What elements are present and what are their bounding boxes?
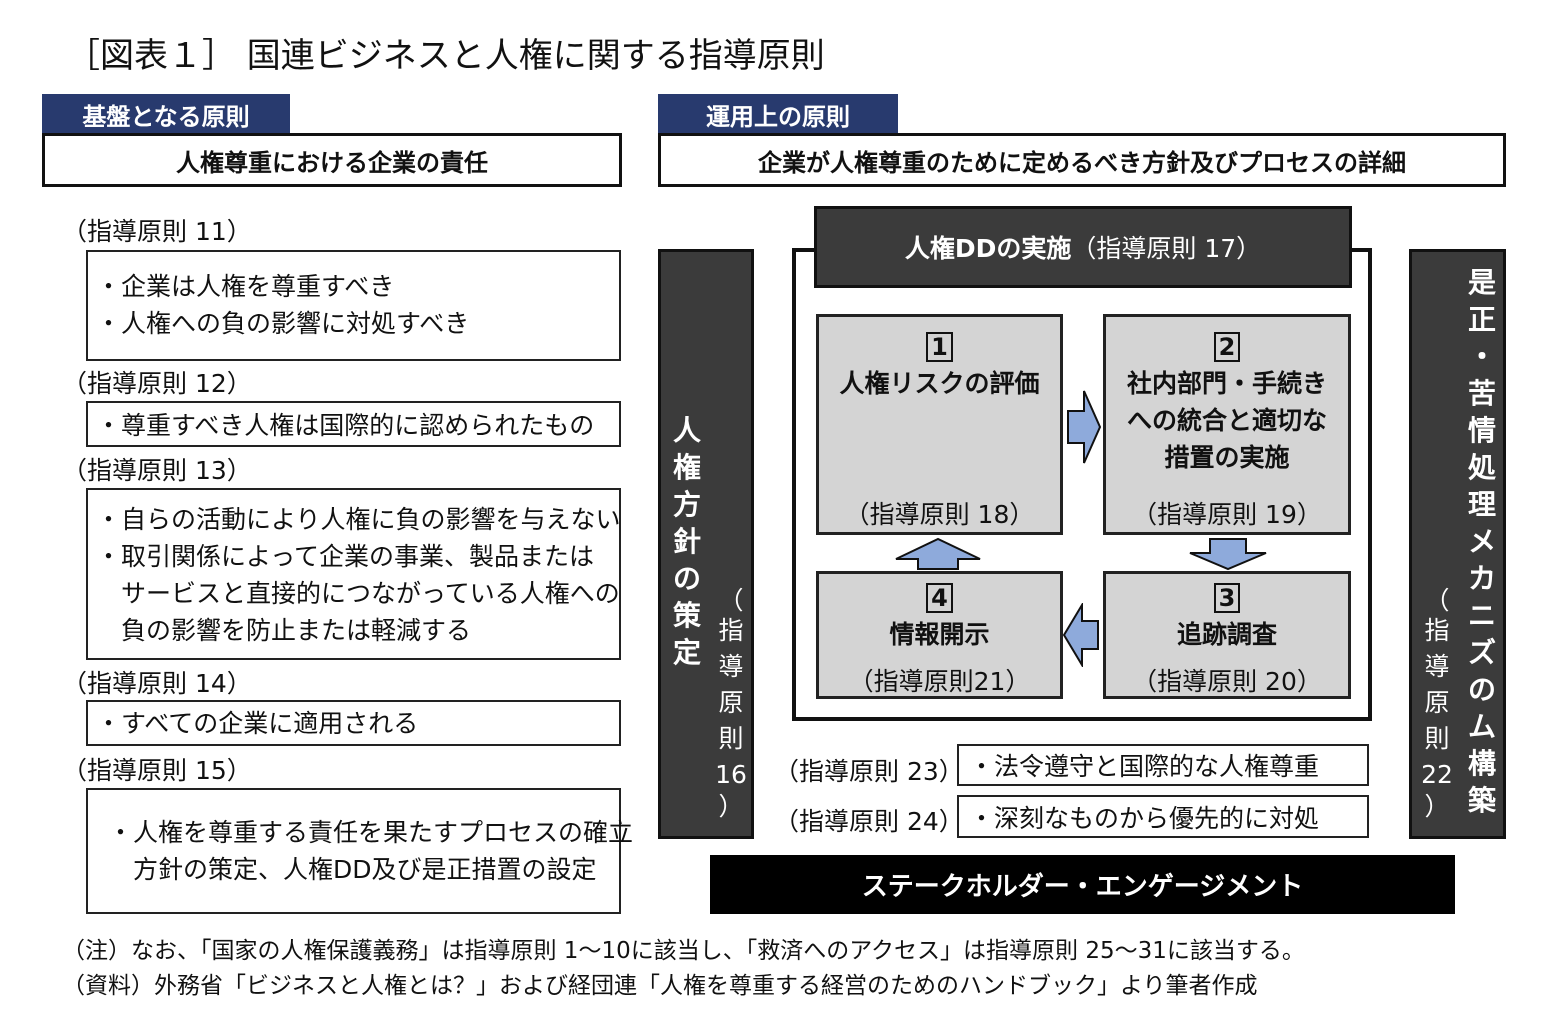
- remedy-char: ム: [1467, 710, 1496, 743]
- source-line: （資料）外務省「ビジネスと人権とは？」および経団連「人権を尊重する経営のためのハ…: [62, 973, 1258, 999]
- arrow-right-icon: [1067, 390, 1102, 464]
- remedy-char: メ: [1467, 525, 1496, 558]
- principle-label-11: （指導原則 11）: [62, 217, 252, 246]
- text-line: ・人権を尊重する責任を果たすプロセスの確立: [108, 818, 634, 847]
- step-ref: （指導原則 18）: [844, 500, 1035, 529]
- text-line: ・尊重すべき人権は国際的に認められたもの: [96, 411, 595, 440]
- step-name: への統合と適切な: [1126, 406, 1327, 435]
- note-line: （注）なお、「国家の人権保護義務」は指導原則 1～10に該当し、「救済へのアクセ…: [62, 938, 1305, 964]
- dd-title: 人権DDの実施: [904, 234, 1072, 263]
- step-number: 3: [1213, 583, 1241, 613]
- dd-header: 人権DDの実施 （指導原則 17）: [814, 206, 1352, 288]
- step-2-box: 2 社内部門・手続き への統合と適切な 措置の実施 （指導原則 19）: [1103, 314, 1351, 535]
- principle-label-14: （指導原則 14）: [62, 669, 252, 698]
- operational-header: 企業が人権尊重のために定めるべき方針及びプロセスの詳細: [658, 133, 1506, 187]
- remedy-char: 是: [1467, 266, 1496, 299]
- remedy-char: カ: [1467, 562, 1496, 595]
- step-ref: （指導原則21）: [848, 667, 1031, 696]
- policy-ref-char: 指: [718, 616, 744, 645]
- arrow-down-icon: [1189, 538, 1267, 571]
- text-line: ・自らの活動により人権に負の影響を与えない: [96, 505, 621, 534]
- remedy-ref-char: ）: [1424, 792, 1450, 821]
- policy-bar: 人 権 方 針 の 策 定 （ 指 導 原 則 16 ）: [658, 249, 754, 839]
- text-line: ・企業は人権を尊重すべき: [96, 272, 395, 301]
- remedy-ref-char: （: [1424, 586, 1450, 615]
- policy-char: 方: [672, 488, 701, 521]
- principle-label-24: （指導原則 24）: [774, 807, 964, 836]
- policy-ref-char: 導: [718, 652, 744, 681]
- principle-box-15: ・人権を尊重する責任を果たすプロセスの確立 方針の策定、人権DD及び是正措置の設…: [86, 788, 634, 914]
- policy-ref-char: ）: [718, 792, 744, 821]
- remedy-bar: 是 正 ・ 苦 情 処 理 メ カ ニ ズ の ム 構 築 （ 指 導 原 則 …: [1409, 249, 1506, 839]
- step-name: 社内部門・手続き: [1126, 369, 1327, 398]
- remedy-ref-char: 22: [1421, 760, 1453, 789]
- text-line: 方針の策定、人権DD及び是正措置の設定: [108, 855, 597, 884]
- stakeholder-engagement-bar: ステークホルダー・エンゲージメント: [710, 855, 1455, 914]
- arrow-left-icon: [1062, 603, 1099, 667]
- policy-ref-char: （: [718, 586, 744, 615]
- principle-label-13: （指導原則 13）: [62, 456, 252, 485]
- policy-ref-char: 16: [715, 760, 747, 789]
- step-ref: （指導原則 19）: [1132, 500, 1322, 529]
- policy-ref-char: 則: [718, 724, 744, 753]
- principle-box-11: ・企業は人権を尊重すべき ・人権への負の影響に対処すべき: [86, 250, 621, 361]
- operational-tab: 運用上の原則: [658, 94, 898, 134]
- remedy-char: 理: [1467, 488, 1496, 521]
- remedy-char: 苦: [1467, 377, 1496, 410]
- principle-label-12: （指導原則 12）: [62, 369, 252, 398]
- remedy-ref-char: 導: [1424, 652, 1450, 681]
- step-4-box: 4 情報開示 （指導原則21）: [816, 571, 1063, 699]
- remedy-ref-char: 原: [1424, 688, 1450, 717]
- remedy-char: 築: [1467, 784, 1496, 817]
- policy-char: の: [672, 562, 701, 595]
- text-line: 負の影響を防止または軽減する: [96, 616, 472, 645]
- principle-label-23: （指導原則 23）: [774, 757, 964, 786]
- principle-label-15: （指導原則 15）: [62, 756, 252, 785]
- dd-ref: （指導原則 17）: [1071, 234, 1262, 263]
- policy-ref-char: 原: [718, 688, 744, 717]
- step-number: 2: [1213, 332, 1241, 362]
- step-number: 4: [926, 583, 953, 613]
- remedy-char: ズ: [1467, 636, 1496, 669]
- remedy-char: 処: [1467, 451, 1496, 484]
- step-name: 追跡調査: [1176, 620, 1277, 649]
- step-name: 情報開示: [889, 620, 990, 649]
- principle-box-13: ・自らの活動により人権に負の影響を与えない ・取引関係によって企業の事業、製品ま…: [86, 488, 621, 660]
- step-number: 1: [926, 332, 953, 362]
- text-line: ・すべての企業に適用される: [96, 709, 419, 738]
- remedy-char: 情: [1467, 414, 1496, 447]
- remedy-char: 構: [1467, 747, 1496, 780]
- figure-title: ［図表１］ 国連ビジネスと人権に関する指導原則: [66, 36, 825, 76]
- step-name: 人権リスクの評価: [839, 369, 1040, 398]
- principle-box-24: ・深刻なものから優先的に対処: [957, 795, 1369, 838]
- principle-box-23: ・法令遵守と国際的な人権尊重: [957, 744, 1369, 786]
- step-ref: （指導原則 20）: [1132, 667, 1322, 696]
- step-name: 措置の実施: [1164, 443, 1290, 472]
- policy-char: 針: [672, 525, 701, 558]
- text-line: ・取引関係によって企業の事業、製品または: [96, 542, 595, 571]
- arrow-up-icon: [895, 537, 981, 570]
- text-line: サービスと直接的につながっている人権への: [96, 579, 620, 608]
- policy-char: 権: [672, 451, 701, 484]
- remedy-ref-char: 指: [1424, 616, 1450, 645]
- principle-box-14: ・すべての企業に適用される: [86, 700, 621, 746]
- policy-char: 策: [672, 599, 701, 632]
- foundational-tab: 基盤となる原則: [42, 94, 290, 134]
- foundational-header: 人権尊重における企業の責任: [42, 133, 622, 187]
- remedy-char: の: [1467, 673, 1496, 706]
- policy-char: 定: [672, 636, 701, 669]
- policy-char: 人: [672, 414, 701, 447]
- text-line: ・人権への負の影響に対処すべき: [96, 309, 470, 338]
- remedy-char: ・: [1467, 340, 1496, 373]
- remedy-char: 正: [1467, 303, 1496, 336]
- step-1-box: 1 人権リスクの評価 （指導原則 18）: [816, 314, 1063, 535]
- remedy-ref-char: 則: [1424, 724, 1450, 753]
- remedy-char: ニ: [1467, 599, 1496, 632]
- principle-box-12: ・尊重すべき人権は国際的に認められたもの: [86, 401, 621, 447]
- step-3-box: 3 追跡調査 （指導原則 20）: [1103, 571, 1351, 699]
